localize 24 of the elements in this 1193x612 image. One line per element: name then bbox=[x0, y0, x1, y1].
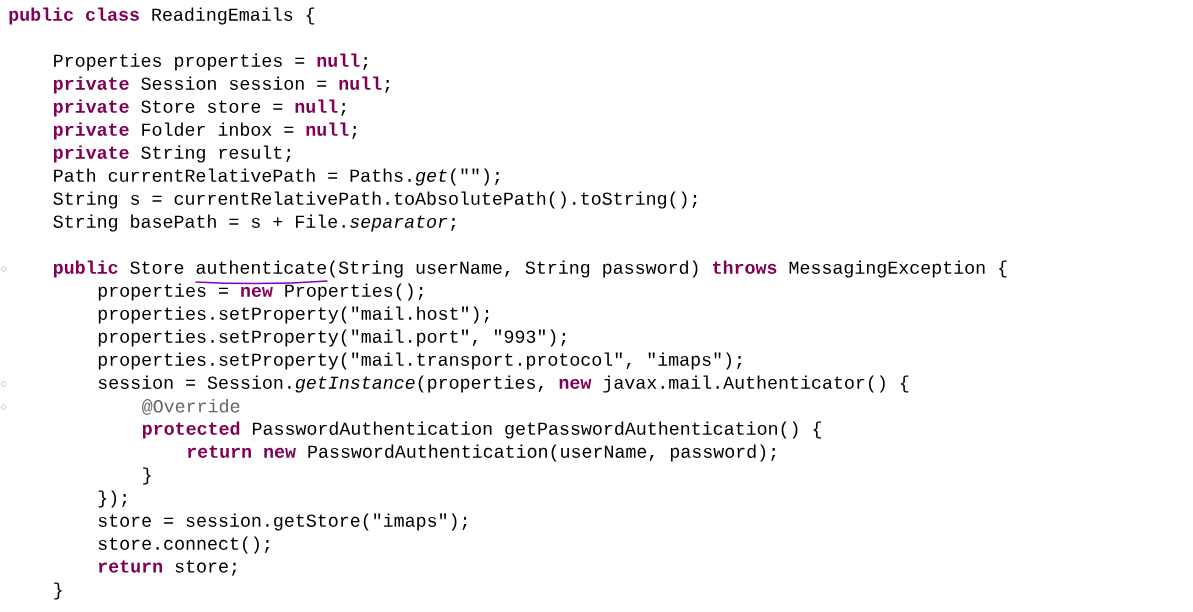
code-line: session = Session.getInstance(properties, new javax.mail.Authenticator() { bbox=[98, 375, 909, 393]
code-line: @Override bbox=[142, 399, 240, 415]
code-line: Properties properties = null; bbox=[54, 53, 368, 71]
code-line: protected PasswordAuthentication getPasswordAuthentication() { bbox=[142, 421, 821, 439]
code-line: properties = new Properties(); bbox=[98, 283, 423, 301]
code-line: public Store authenticate(String userName, String password) throws MessagingException { bbox=[53, 260, 1007, 278]
code-line: store = session.getStore("imaps"); bbox=[98, 513, 467, 531]
code-line: private Store store = null; bbox=[53, 99, 346, 117]
code-line: properties.setProperty("mail.host"); bbox=[98, 306, 489, 324]
code-line: } bbox=[54, 582, 62, 600]
code-line: private String result; bbox=[53, 145, 291, 163]
code-line: } bbox=[143, 467, 151, 485]
code-line: return new PasswordAuthentication(userName, password); bbox=[188, 444, 776, 462]
code-line: store.connect(); bbox=[98, 536, 269, 554]
code-line: public class ReadingEmails { bbox=[9, 7, 315, 25]
code-line: private Session session = null; bbox=[53, 76, 390, 94]
code-line: return store; bbox=[99, 560, 236, 576]
code-line: properties.setProperty("mail.port", "993"); bbox=[98, 329, 566, 347]
code-line: String s = currentRelativePath.toAbsolutePath().toString(); bbox=[53, 191, 697, 209]
code-line: Path currentRelativePath = Paths.get(""); bbox=[54, 168, 499, 186]
code-line: }); bbox=[98, 490, 127, 508]
code-line: private Folder inbox = null; bbox=[53, 122, 357, 140]
code-line: String basePath = s + File.separator; bbox=[53, 214, 456, 232]
code-line: properties.setProperty("mail.transport.protocol", "imaps"); bbox=[98, 352, 742, 370]
